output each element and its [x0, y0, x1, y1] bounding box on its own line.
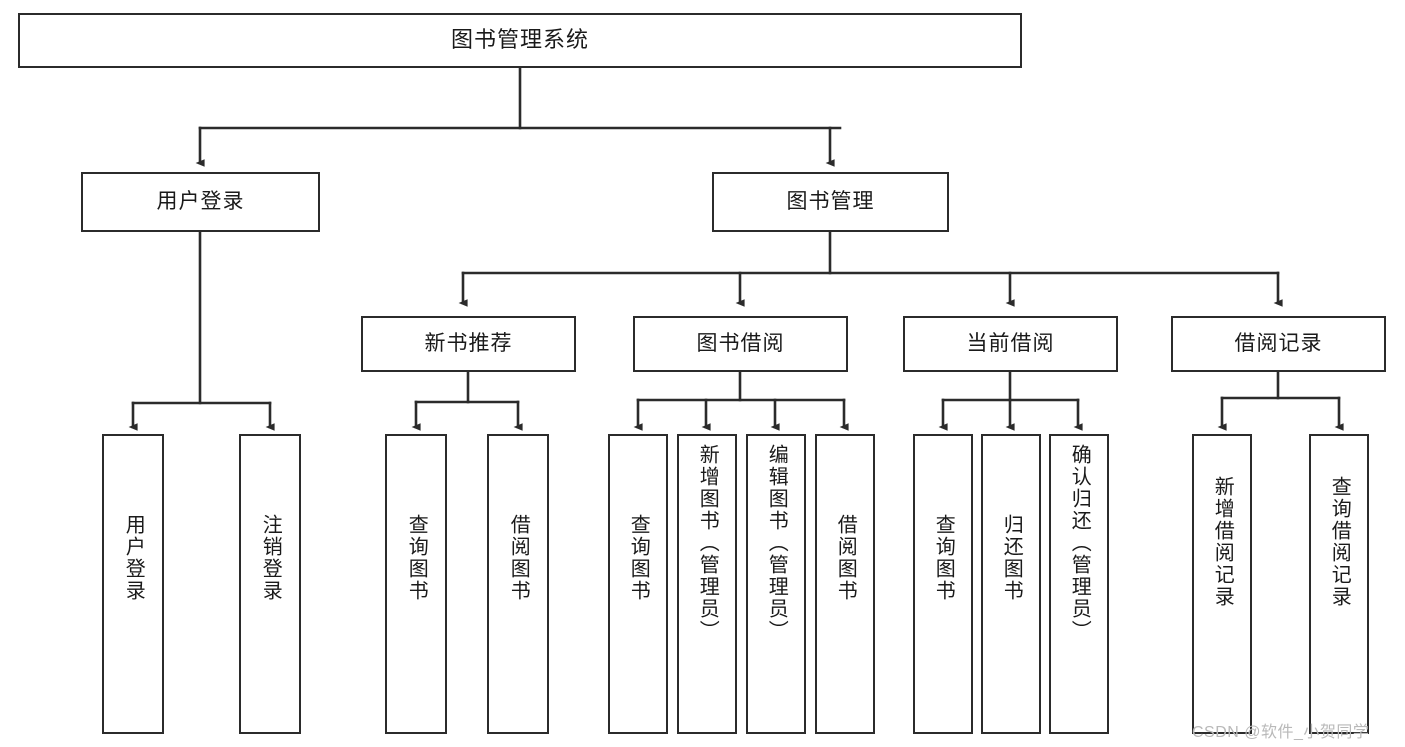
- leaf-query-books-new-book[interactable]: 查询图书: [385, 434, 447, 734]
- leaf-label: 新增借阅记录: [1211, 476, 1234, 608]
- leaf-add-book-admin[interactable]: 新增图书（管理员）: [677, 434, 737, 734]
- leaf-label: 借阅图书: [834, 514, 857, 602]
- node-label: 图书管理: [786, 190, 875, 214]
- leaf-borrow-books-new-book[interactable]: 借阅图书: [487, 434, 549, 734]
- leaf-edit-book-admin[interactable]: 编辑图书（管理员）: [746, 434, 806, 734]
- node-book-borrowing[interactable]: 图书借阅: [633, 316, 848, 372]
- leaf-query-borrow-record[interactable]: 查询借阅记录: [1309, 434, 1369, 734]
- node-label: 当前借阅: [966, 332, 1055, 356]
- node-current-borrowing[interactable]: 当前借阅: [903, 316, 1118, 372]
- leaf-user-login[interactable]: 用户登录: [102, 434, 164, 734]
- node-label: 图书借阅: [696, 332, 785, 356]
- leaf-label: 新增图书（管理员）: [696, 444, 719, 642]
- leaf-query-books-current[interactable]: 查询图书: [913, 434, 973, 734]
- leaf-label: 归还图书: [1000, 514, 1023, 602]
- leaf-add-borrow-record[interactable]: 新增借阅记录: [1192, 434, 1252, 734]
- leaf-label: 编辑图书（管理员）: [765, 444, 788, 642]
- node-root-book-management-system[interactable]: 图书管理系统: [18, 13, 1022, 68]
- node-user-login[interactable]: 用户登录: [81, 172, 320, 232]
- leaf-label: 注销登录: [259, 514, 282, 602]
- leaf-confirm-return-admin[interactable]: 确认归还（管理员）: [1049, 434, 1109, 734]
- leaf-label: 查询图书: [627, 514, 650, 602]
- node-label: 借阅记录: [1234, 332, 1323, 356]
- node-label: 新书推荐: [424, 332, 513, 356]
- leaf-label: 用户登录: [122, 514, 145, 602]
- node-book-management[interactable]: 图书管理: [712, 172, 949, 232]
- leaf-label: 查询图书: [405, 514, 428, 602]
- node-label: 用户登录: [156, 190, 245, 214]
- leaf-label: 查询借阅记录: [1328, 476, 1351, 608]
- leaf-label: 确认归还（管理员）: [1068, 444, 1091, 642]
- node-new-book-recommendation[interactable]: 新书推荐: [361, 316, 576, 372]
- leaf-borrow-books[interactable]: 借阅图书: [815, 434, 875, 734]
- leaf-return-books[interactable]: 归还图书: [981, 434, 1041, 734]
- leaf-label: 查询图书: [932, 514, 955, 602]
- leaf-query-books-borrow[interactable]: 查询图书: [608, 434, 668, 734]
- leaf-label: 借阅图书: [507, 514, 530, 602]
- leaf-logout[interactable]: 注销登录: [239, 434, 301, 734]
- csdn-watermark: CSDN @软件_小贺同学: [1192, 724, 1370, 741]
- node-borrowing-records[interactable]: 借阅记录: [1171, 316, 1386, 372]
- node-label: 图书管理系统: [450, 27, 589, 53]
